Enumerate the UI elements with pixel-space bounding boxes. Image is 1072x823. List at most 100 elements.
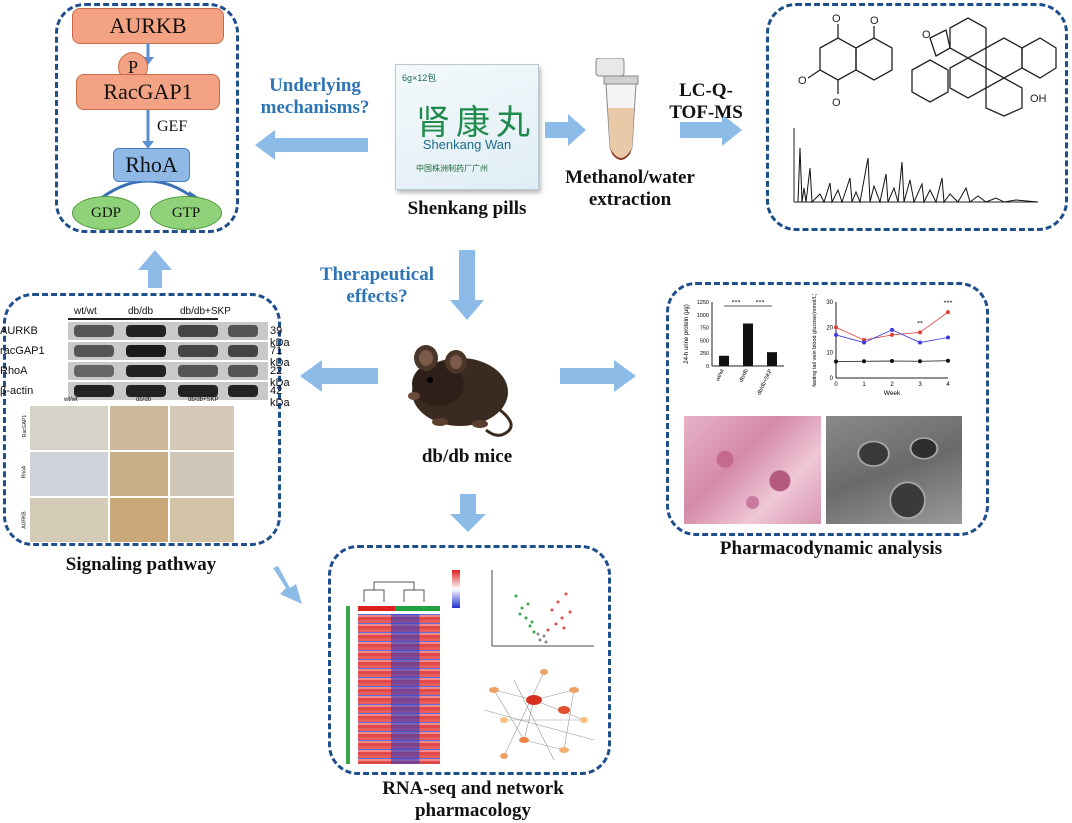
network-graph (483, 669, 595, 761)
bar-ytick-label: 1250 (697, 300, 709, 306)
pharmaco-label: Pharmacodynamic analysis (719, 538, 943, 559)
line-xtick-label: 1 (862, 382, 866, 388)
arrow-to-lcms (680, 114, 742, 146)
ihc-row-rhoa: RhoA (21, 465, 28, 479)
arrow-to-signaling (300, 360, 378, 392)
wb-row-aurkb: AURKB 39 kDa (0, 322, 302, 349)
line-xtick-label: 3 (918, 382, 922, 388)
line-sig-mark: *** (944, 301, 953, 307)
heatmap-dendrogram (363, 581, 425, 602)
svg-text:OH: OH (1030, 93, 1047, 105)
gtp-node: GTP (150, 196, 222, 230)
gdp-label: GDP (90, 205, 121, 221)
methanol-label: Methanol/water extraction (565, 167, 695, 210)
line-ytick-label: 20 (826, 325, 833, 331)
line-xlabel: Week (884, 390, 901, 397)
wb-protein-aurkb: AURKB (0, 325, 38, 337)
pharmaco-box (666, 282, 989, 536)
ihc-col-wt: wt/wt (64, 397, 78, 403)
bar-sig-mark: *** (756, 300, 765, 306)
arrow-up-to-pathway (138, 250, 172, 288)
line-ytick-label: 30 (826, 300, 833, 306)
line-point (918, 330, 922, 335)
line-point (946, 335, 950, 340)
volcano-plot (491, 570, 594, 647)
shenkang-label: Shenkang pills (407, 198, 527, 219)
therapeutical-label: Therapeutical effects? (320, 264, 434, 307)
line-point (834, 359, 838, 364)
arrow-to-extraction (545, 114, 586, 146)
arrow-to-pharmaco (560, 360, 636, 392)
package-maker: 中国株洲制药厂广州 (416, 164, 488, 173)
line-point (918, 359, 922, 364)
bar-ytick-label: 750 (700, 326, 709, 332)
line-xtick-label: 0 (834, 382, 838, 388)
mice-label: db/db mice (421, 446, 513, 467)
wb-group-skp: db/db+SKP (180, 306, 231, 317)
arrow-to-rnaseq (450, 494, 486, 532)
gdp-node: GDP (72, 196, 140, 230)
bar-2 (767, 352, 777, 366)
bar-0 (719, 355, 729, 366)
mouse-image (408, 345, 513, 437)
package-chinese-name: 肾康丸 (416, 103, 536, 143)
bar-ytick-label: 250 (700, 351, 709, 357)
bar-ytick-label: 500 (700, 338, 709, 344)
aurkb-label: AURKB (109, 13, 187, 38)
heatmap-colorkey (452, 570, 460, 608)
line-ytick-label: 0 (830, 376, 834, 382)
underlying-label: Underlying mechanisms? (260, 75, 370, 118)
electron-micrograph (826, 416, 962, 524)
svg-text:O: O (870, 15, 879, 27)
wb-row-actin: β-actin 42 kDa (0, 382, 302, 409)
svg-text:O: O (922, 29, 931, 41)
wb-kda-rhoa: 22 kDa (270, 365, 290, 389)
wb-row-racgap1: racGAP1 71 kDa (0, 342, 302, 369)
svg-text:O: O (798, 75, 807, 87)
wb-row-rhoa: RhoA 22 kDa (0, 362, 302, 389)
phospho-label: P (127, 57, 138, 77)
ihc-grid: wt/wt db/db db/db+SKP RacGAP1 RhoA AURKB (14, 397, 266, 543)
signaling-box (3, 293, 281, 546)
rnaseq-label: RNA-seq and network pharmacology (382, 778, 564, 821)
line-point (890, 359, 894, 364)
pill-package: 6g×12包 肾康丸 Shenkang Wan 中国株洲制药厂广州 (395, 64, 539, 190)
svg-text:O: O (832, 97, 841, 109)
extraction-tube (595, 58, 639, 160)
line-point (890, 327, 894, 332)
line-point (890, 332, 894, 337)
line-xtick-label: 2 (890, 382, 894, 388)
ihc-row-racgap1: RacGAP1 (22, 414, 29, 438)
gef-label: GEF (157, 118, 188, 135)
wb-protein-rhoa: RhoA (0, 365, 28, 377)
svg-text:O: O (832, 13, 841, 25)
rhoa-node: RhoA (113, 148, 190, 182)
line-point (918, 340, 922, 345)
gtp-label: GTP (171, 205, 201, 221)
signaling-label: Signaling pathway (65, 554, 217, 575)
arrow-to-pathway (255, 130, 368, 160)
heatmap (346, 606, 442, 764)
racgap1-node: RacGAP1 (76, 74, 220, 110)
arrow-to-mice (450, 250, 484, 320)
ihc-col-skp: db/db+SKP (188, 397, 219, 403)
wb-protein-actin: β-actin (0, 385, 34, 397)
arrow-rnaseq-to-signaling (273, 566, 302, 604)
rhoa-label: RhoA (125, 152, 178, 177)
bar-category-label: db/db+SKP (757, 368, 774, 396)
wb-group-db: db/db (128, 306, 154, 317)
line-point (834, 325, 838, 330)
pathway-box (55, 3, 239, 233)
line-ytick-label: 10 (826, 351, 833, 357)
bar-ylabel: 24-h urine protein (μg) (684, 304, 690, 364)
line-point (862, 359, 866, 364)
package-english-name: Shenkang Wan (422, 137, 512, 152)
wb-protein-racgap1: racGAP1 (0, 345, 45, 357)
wb-group-wt: wt/wt (74, 306, 97, 317)
ihc-col-db: db/db (136, 397, 152, 403)
racgap1-label: RacGAP1 (103, 79, 193, 104)
chromatogram (793, 128, 1039, 204)
line-sig-mark: ** (917, 321, 923, 327)
